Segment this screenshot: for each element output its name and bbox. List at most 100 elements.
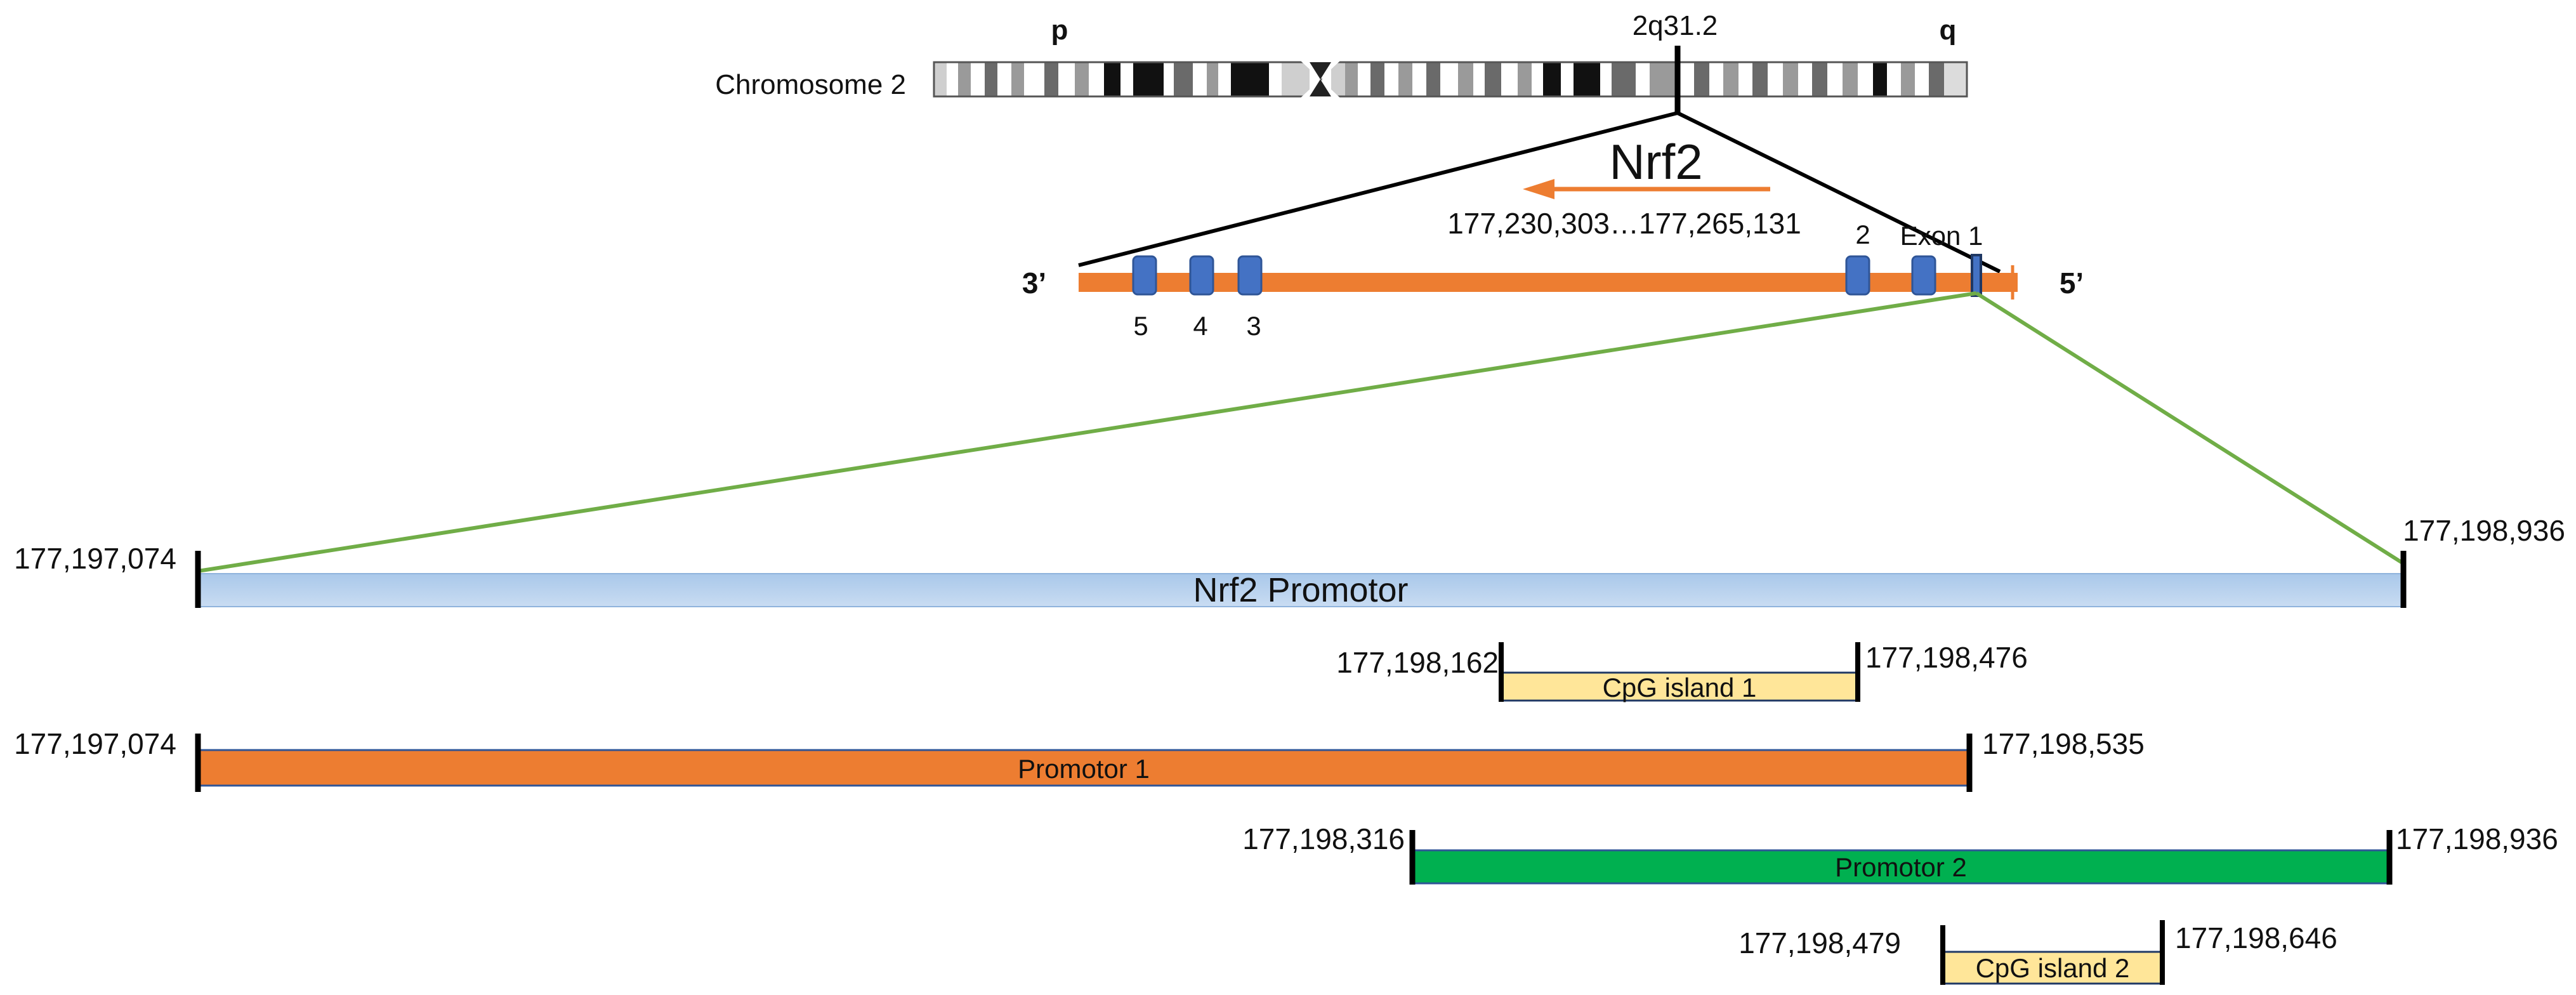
zoom-line-left [1078,111,1678,267]
chromosome-band [1501,62,1518,96]
band-label: 2q31.2 [1633,10,1718,41]
exon-label-2: 2 [1855,220,1870,249]
chromosome-band [1024,62,1044,96]
exon-label-4: 4 [1193,311,1207,341]
chromosome-band [958,62,971,96]
chromosome-band [1384,62,1398,96]
chromosome-band [1798,62,1812,96]
chromosome-band [1812,62,1827,96]
strand-3prime: 3’ [1022,267,1046,300]
chromosome-band [1133,62,1164,96]
chromosome-band [1193,62,1207,96]
cpg-island-1-bar [1500,671,1859,702]
chromosome-band [1752,62,1768,96]
chromosome-band [1612,62,1636,96]
chromosome-band [1440,62,1458,96]
chromosome-band [1768,62,1783,96]
chromosome-band [1269,62,1282,96]
exon-3 [1237,255,1263,296]
chromosome-outline-q [1320,61,1968,98]
gene-title: Nrf2 [1609,134,1702,190]
promoter-zoom-line-right [1975,291,2405,565]
chromosome-band [1011,62,1024,96]
promotor-2-start: 177,198,316 [1242,822,1405,855]
promoter-label: Nrf2 Promotor [1193,571,1408,609]
chromosome-band [1543,62,1561,96]
zoom-line-right [1676,111,2001,273]
promoter-end: 177,198,936 [2403,514,2565,547]
exon-2 [1845,255,1870,296]
chromosome-band [1412,62,1426,96]
chromosome-band [1574,62,1600,96]
promotor-1-end: 177,198,535 [1982,727,2145,760]
promotor-1-start: 177,197,074 [14,727,176,760]
chromosome-band [1694,62,1709,96]
chromosome-band [1650,62,1675,96]
chromosome-band [1331,62,1345,96]
chromosome-band [1636,62,1650,96]
exon-1 [1971,254,1982,297]
centromere-shape [1310,62,1331,96]
chromosome-band [1915,62,1929,96]
chromosome-band [1089,62,1104,96]
chromosome-label: Chromosome 2 [715,69,906,100]
chromosome-band [1873,62,1887,96]
chromosome-band [1944,62,1967,96]
chromosome-band [1473,62,1485,96]
chromosome-band [997,62,1011,96]
exon-label-3: 3 [1246,311,1261,341]
chromosome-band [1218,62,1231,96]
chromosome-band [1174,62,1193,96]
chromosome-band [1104,62,1120,96]
chromosome-band [1075,62,1089,96]
chromosome-band [985,62,997,96]
promotor-2-label: Promotor 2 [1835,852,1967,882]
chromosome-band [1207,62,1218,96]
chromosome-band [1164,62,1174,96]
exon-2b [1911,255,1936,296]
chromosome-band [1827,62,1843,96]
chromosome-ideogram [933,61,1968,98]
chromosome-band [1738,62,1752,96]
cpg-island-2-start: 177,198,479 [1738,926,1901,959]
chromosome-band [1518,62,1532,96]
chromosome-band [1231,62,1269,96]
promotor-2-end: 177,198,936 [2396,822,2558,855]
chromosome-band [1929,62,1944,96]
cpg-island-1-label: CpG island 1 [1603,673,1757,702]
chromosome-band [1858,62,1873,96]
chromosome-band [1398,62,1412,96]
exon-label-1: Exon 1 [1900,221,1983,251]
promotor-1-label: Promotor 1 [1018,754,1150,784]
chromosome-band [1044,62,1058,96]
chromosome-band [1282,62,1310,96]
chromosome-band [1901,62,1915,96]
chromosome-band [1532,62,1543,96]
exon-4 [1189,255,1214,296]
chromosome-band [1783,62,1798,96]
chromosome-band [1887,62,1901,96]
chromosome-band [1345,62,1358,96]
chromosome-band [934,62,947,96]
direction-arrow-icon [1523,179,1554,199]
chromosome-band [971,62,985,96]
gene-body [1079,273,2018,292]
cpg-island-1-start: 177,198,162 [1336,646,1499,679]
p-arm-label: p [1051,15,1068,46]
exon-5 [1132,255,1157,296]
chromosome-band [1561,62,1574,96]
chromosome-band [1370,62,1384,96]
chromosome-band [1600,62,1612,96]
chromosome-band [1843,62,1858,96]
chromosome-band [1058,62,1075,96]
chromosome-band [1426,62,1440,96]
gene-range: 177,230,303…177,265,131 [1447,207,1801,240]
chromosome-band [1358,62,1370,96]
chromosome-band [1723,62,1738,96]
cpg-island-2-end: 177,198,646 [2175,921,2337,954]
chromosome-band [1458,62,1473,96]
chromosome-band [1709,62,1723,96]
strand-5prime: 5’ [2060,267,2084,300]
cpg-island-1-end: 177,198,476 [1865,641,2028,674]
